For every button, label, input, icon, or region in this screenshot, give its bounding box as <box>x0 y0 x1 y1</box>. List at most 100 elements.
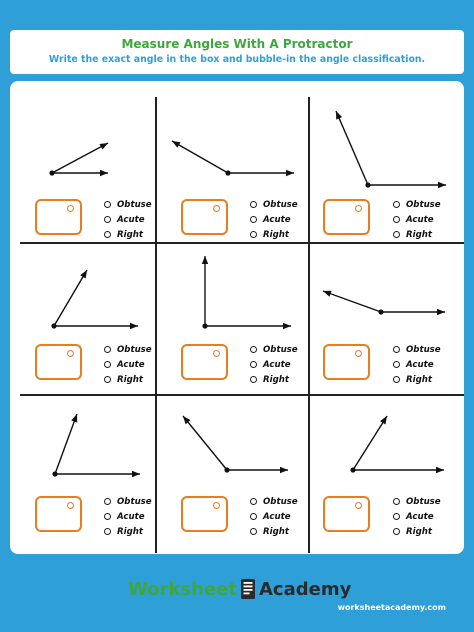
radio-bubble[interactable] <box>250 498 257 505</box>
radio-bubble[interactable] <box>104 513 111 520</box>
option-acute[interactable]: Acute <box>104 509 152 524</box>
option-obtuse[interactable]: Obtuse <box>104 197 152 212</box>
radio-bubble[interactable] <box>104 376 111 383</box>
option-right[interactable]: Right <box>250 372 298 387</box>
arrowhead <box>437 308 445 316</box>
option-acute[interactable]: Acute <box>250 357 298 372</box>
option-label: Right <box>263 229 289 240</box>
radio-bubble[interactable] <box>250 201 257 208</box>
radio-bubble[interactable] <box>104 231 111 238</box>
angle-ray <box>54 413 78 475</box>
option-acute[interactable]: Acute <box>250 212 298 227</box>
option-right[interactable]: Right <box>104 227 152 242</box>
option-acute[interactable]: Acute <box>393 357 441 372</box>
angle-vertex <box>51 323 57 329</box>
arrowhead <box>71 414 78 423</box>
angle-answer-box[interactable] <box>323 344 370 380</box>
option-right[interactable]: Right <box>250 524 298 539</box>
grid-divider-vertical <box>155 97 157 553</box>
radio-bubble[interactable] <box>250 346 257 353</box>
radio-bubble[interactable] <box>104 216 111 223</box>
option-right[interactable]: Right <box>250 227 298 242</box>
arrowhead <box>323 290 332 297</box>
angle-answer-box[interactable] <box>323 199 370 235</box>
option-label: Acute <box>263 359 291 370</box>
radio-bubble[interactable] <box>393 528 400 535</box>
option-right[interactable]: Right <box>393 372 441 387</box>
angle-vertex <box>49 170 55 176</box>
radio-bubble[interactable] <box>393 376 400 383</box>
radio-bubble[interactable] <box>104 528 111 535</box>
option-acute[interactable]: Acute <box>393 509 441 524</box>
radio-bubble[interactable] <box>393 498 400 505</box>
logo-word-academy: Academy <box>258 578 352 600</box>
arrowhead <box>436 466 444 474</box>
arrowhead <box>336 111 343 120</box>
angle-figure <box>201 256 291 330</box>
angle-answer-box[interactable] <box>181 496 228 532</box>
option-label: Right <box>406 374 432 385</box>
angle-answer-box[interactable] <box>35 199 82 235</box>
footer-url[interactable]: worksheetacademy.com <box>337 603 446 612</box>
option-obtuse[interactable]: Obtuse <box>393 494 441 509</box>
radio-bubble[interactable] <box>393 216 400 223</box>
option-obtuse[interactable]: Obtuse <box>104 342 152 357</box>
radio-bubble[interactable] <box>250 361 257 368</box>
box-circle-icon <box>355 205 362 212</box>
option-label: Obtuse <box>406 496 441 507</box>
option-acute[interactable]: Acute <box>104 212 152 227</box>
box-circle-icon <box>213 502 220 509</box>
option-obtuse[interactable]: Obtuse <box>104 494 152 509</box>
option-right[interactable]: Right <box>104 524 152 539</box>
option-obtuse[interactable]: Obtuse <box>250 342 298 357</box>
angle-vertex <box>350 467 356 473</box>
option-right[interactable]: Right <box>393 227 441 242</box>
option-obtuse[interactable]: Obtuse <box>250 197 298 212</box>
option-right[interactable]: Right <box>104 372 152 387</box>
box-circle-icon <box>355 350 362 357</box>
arrowhead <box>280 466 288 474</box>
radio-bubble[interactable] <box>104 498 111 505</box>
radio-bubble[interactable] <box>250 513 257 520</box>
arrowhead <box>380 416 387 425</box>
radio-bubble[interactable] <box>250 528 257 535</box>
radio-bubble[interactable] <box>393 361 400 368</box>
radio-bubble[interactable] <box>104 361 111 368</box>
option-obtuse[interactable]: Obtuse <box>393 342 441 357</box>
option-obtuse[interactable]: Obtuse <box>250 494 298 509</box>
radio-bubble[interactable] <box>393 513 400 520</box>
option-label: Acute <box>406 214 434 225</box>
arrowhead <box>438 181 446 189</box>
option-label: Obtuse <box>263 199 298 210</box>
angle-answer-box[interactable] <box>323 496 370 532</box>
radio-bubble[interactable] <box>250 216 257 223</box>
radio-bubble[interactable] <box>250 231 257 238</box>
radio-bubble[interactable] <box>393 201 400 208</box>
radio-bubble[interactable] <box>104 201 111 208</box>
angle-answer-box[interactable] <box>35 496 82 532</box>
angle-vertex <box>378 309 384 315</box>
option-label: Right <box>117 229 143 240</box>
option-right[interactable]: Right <box>393 524 441 539</box>
angle-answer-box[interactable] <box>35 344 82 380</box>
radio-bubble[interactable] <box>104 346 111 353</box>
angle-answer-box[interactable] <box>181 344 228 380</box>
option-label: Obtuse <box>263 344 298 355</box>
option-obtuse[interactable]: Obtuse <box>393 197 441 212</box>
radio-bubble[interactable] <box>393 231 400 238</box>
option-acute[interactable]: Acute <box>104 357 152 372</box>
radio-bubble[interactable] <box>393 346 400 353</box>
option-acute[interactable]: Acute <box>250 509 298 524</box>
angle-answer-box[interactable] <box>181 199 228 235</box>
radio-bubble[interactable] <box>250 376 257 383</box>
option-acute[interactable]: Acute <box>393 212 441 227</box>
